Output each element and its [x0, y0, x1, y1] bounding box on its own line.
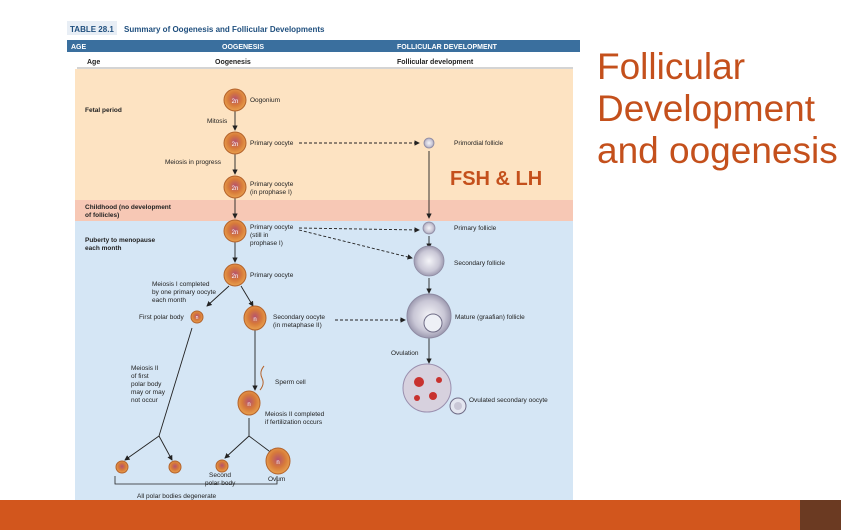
label-meiosis2-line3: polar body	[131, 381, 162, 388]
polar-body-left-cell	[116, 461, 128, 473]
label-meiosis2-line2: of first	[131, 373, 149, 380]
label-mature-follicle: Mature (graafian) follicle	[455, 314, 525, 321]
primary-oocyte-still-cell: 2n	[224, 220, 246, 242]
label-meiosis2-completed-line1: Meiosis II completed	[265, 411, 325, 418]
period-childhood-line2: of follicles)	[85, 212, 119, 219]
label-meiosis2-line5: not occur	[131, 397, 159, 404]
label-ovulated-secondary-oocyte: Ovulated secondary oocyte	[469, 397, 548, 404]
slide-title: Follicular Development and oogenesis	[597, 46, 841, 172]
primordial-follicle-shape	[424, 138, 434, 148]
subheader-oogenesis: Oogenesis	[215, 59, 251, 66]
label-sperm-cell: Sperm cell	[275, 379, 306, 386]
label-meiosis1-line1: Meiosis I completed	[152, 281, 210, 288]
period-puberty-line2: each month	[85, 245, 122, 252]
label-still-line1: Primary oocyte	[250, 224, 294, 231]
label-still-line3: prophase I)	[250, 240, 283, 247]
oogenesis-diagram: TABLE 28.1 Summary of Oogenesis and Foll…	[67, 18, 580, 520]
label-second-polar-body-line2: polar body	[205, 480, 236, 487]
secondary-oocyte-ploidy: n	[253, 317, 256, 323]
second-polar-body-cell	[216, 460, 228, 472]
polar-body-middle-cell	[169, 461, 181, 473]
label-primary-follicle: Primary follicle	[454, 225, 497, 232]
label-primary-oocyte-2: Primary oocyte	[250, 272, 294, 279]
primary-follicle-shape	[423, 222, 435, 234]
prophase-oocyte-ploidy: 2n	[232, 186, 239, 192]
label-meiosis2-completed-line2: if fertilization occurs	[265, 419, 323, 426]
label-meiosis-in-progress: Meiosis in progress	[165, 159, 222, 166]
first-polar-body-ploidy: n	[196, 315, 199, 321]
bottom-accent-bar	[0, 500, 841, 530]
ovum-cell: n	[266, 448, 290, 474]
ovum-ploidy: n	[276, 460, 279, 466]
period-fetal: Fetal period	[85, 107, 122, 114]
label-primary-oocyte: Primary oocyte	[250, 140, 294, 147]
header-oogenesis: OOGENESIS	[222, 44, 264, 51]
period-puberty-line1: Puberty to menopause	[85, 237, 155, 244]
slide-title-line2: Development	[597, 88, 815, 129]
slide-title-line1: Follicular	[597, 46, 745, 87]
monthly-oocyte-ploidy: 2n	[232, 274, 239, 280]
oogonium-ploidy: 2n	[232, 99, 239, 105]
fertilized-oocyte-ploidy: n	[247, 402, 250, 408]
mature-follicle-shape	[407, 294, 451, 338]
secondary-follicle-shape	[414, 246, 444, 276]
fertilized-secondary-oocyte-cell: n	[238, 391, 260, 415]
label-prophase-line1: Primary oocyte	[250, 181, 294, 188]
oogenesis-table-figure: TABLE 28.1 Summary of Oogenesis and Foll…	[67, 18, 580, 520]
secondary-oocyte-cell: n	[244, 306, 266, 330]
label-secondary-oocyte-line2: (in metaphase II)	[273, 322, 322, 329]
header-age: AGE	[71, 44, 87, 51]
primary-oocyte-cell: 2n	[224, 132, 246, 154]
first-polar-body-cell: n	[191, 311, 203, 323]
ruptured-follicle-shape	[403, 364, 451, 412]
period-childhood-line1: Childhood (no development	[85, 204, 172, 211]
label-secondary-follicle: Secondary follicle	[454, 260, 505, 267]
header-follicular: FOLLICULAR DEVELOPMENT	[397, 44, 498, 51]
oogonium-cell: 2n	[224, 89, 246, 111]
table-caption: Summary of Oogenesis and Follicular Deve…	[124, 25, 325, 34]
table-number: TABLE 28.1	[70, 25, 114, 34]
label-oogonium: Oogonium	[250, 97, 280, 104]
table-header-bar	[67, 40, 580, 52]
subheader-follicular: Follicular development	[397, 59, 474, 66]
label-ovum: Ovum	[268, 476, 285, 483]
label-primordial-follicle: Primordial follicle	[454, 140, 504, 147]
primary-oocyte-monthly-cell: 2n	[224, 264, 246, 286]
bottom-accent-bar-dark	[800, 500, 841, 530]
label-prophase-line2: (in prophase I)	[250, 189, 292, 196]
label-meiosis1-line3: each month	[152, 297, 186, 304]
still-oocyte-ploidy: 2n	[232, 230, 239, 236]
label-ovulation: Ovulation	[391, 350, 419, 357]
fsh-lh-annotation: FSH & LH	[450, 168, 542, 191]
slide-title-line3: and oogenesis	[597, 130, 838, 171]
label-meiosis2-line1: Meiosis II	[131, 365, 159, 372]
label-mitosis: Mitosis	[207, 118, 228, 125]
label-first-polar-body: First polar body	[139, 314, 185, 321]
subheader-age: Age	[87, 59, 100, 66]
label-secondary-oocyte-line1: Secondary oocyte	[273, 314, 325, 321]
label-still-line2: (still in	[250, 232, 269, 239]
label-second-polar-body-line1: Second	[209, 472, 231, 479]
label-all-polar-bodies: All polar bodies degenerate	[137, 493, 217, 500]
label-meiosis2-line4: may or may	[131, 389, 166, 396]
label-meiosis1-line2: by one primary oocyte	[152, 289, 216, 296]
ovulated-oocyte-shape	[450, 398, 466, 414]
primary-oocyte-ploidy: 2n	[232, 142, 239, 148]
primary-oocyte-prophase-cell: 2n	[224, 176, 246, 198]
